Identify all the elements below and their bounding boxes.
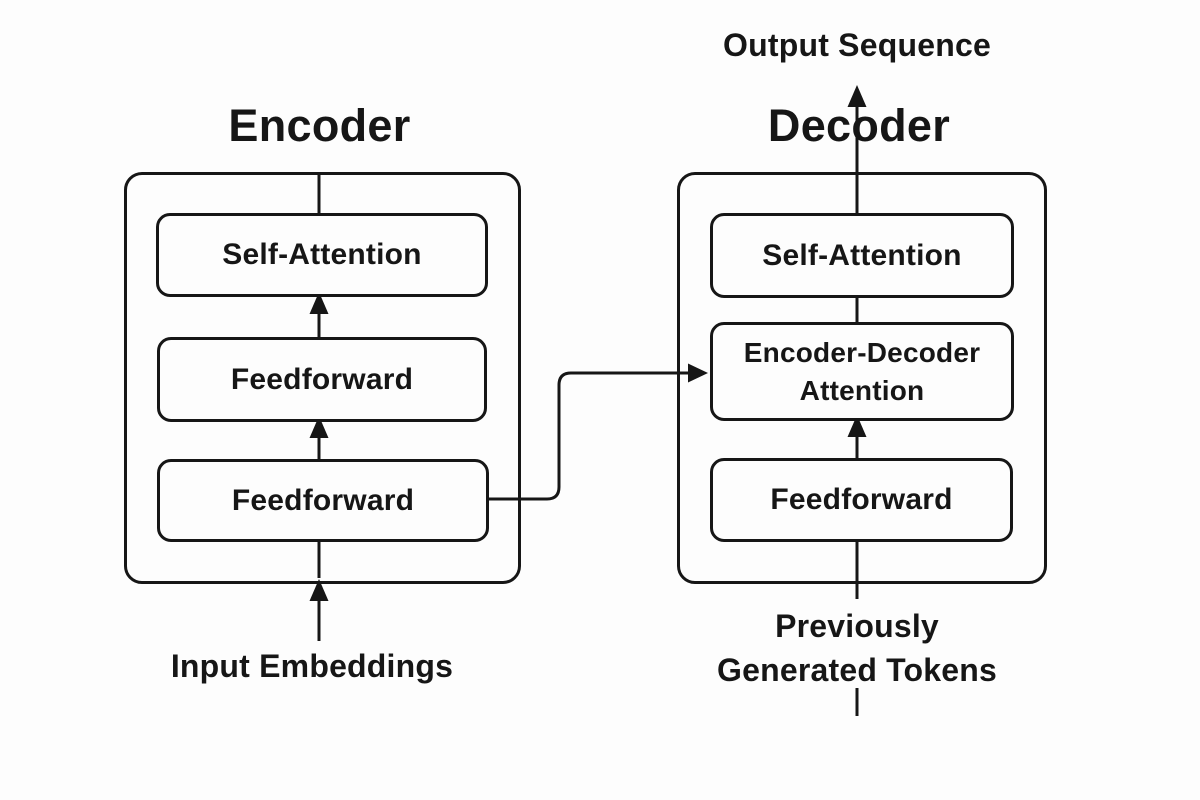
- block-label: Self-Attention: [222, 238, 422, 271]
- block-label: Feedforward: [231, 483, 415, 517]
- input-embeddings-label: Input Embeddings: [170, 648, 454, 684]
- block-label: Encoder-Decoder Attention: [743, 336, 981, 406]
- block-label: Feedforward: [230, 362, 414, 396]
- encoder-title: Encoder: [228, 100, 411, 151]
- block-label: Feedforward: [770, 483, 953, 516]
- decoder-block-encoder-decoder-attention: Encoder-Decoder Attention: [710, 322, 1014, 421]
- tokens-label-line1: Previously: [775, 608, 939, 644]
- encoder-ff2-to-ff1-arrowhead-icon: [309, 416, 329, 438]
- encoder-to-decoder-arrowhead-icon: [688, 363, 708, 383]
- decoder-output-arrowhead-icon: [847, 85, 867, 107]
- encoder-block-feedforward-upper: Feedforward: [157, 337, 487, 422]
- output-sequence-label: Output Sequence: [723, 27, 991, 63]
- tokens-label-line2: Generated Tokens: [716, 652, 998, 688]
- input-embeddings-arrowhead-icon: [309, 579, 329, 601]
- encoder-to-decoder-cross-arrow-line: [483, 371, 688, 501]
- decoder-title: Decoder: [767, 100, 951, 151]
- decoder-block-self-attention: Self-Attention: [710, 213, 1014, 298]
- previously-generated-tokens-label: Previously Generated Tokens: [657, 604, 1057, 692]
- encoder-block-self-attention: Self-Attention: [156, 213, 488, 297]
- encoder-ff-to-selfattention-arrowhead-icon: [309, 292, 329, 314]
- block-label: Self-Attention: [762, 238, 962, 272]
- decoder-ff-to-eda-arrowhead-icon: [847, 415, 867, 437]
- encoder-block-feedforward-lower: Feedforward: [157, 459, 489, 542]
- decoder-block-feedforward: Feedforward: [710, 458, 1013, 542]
